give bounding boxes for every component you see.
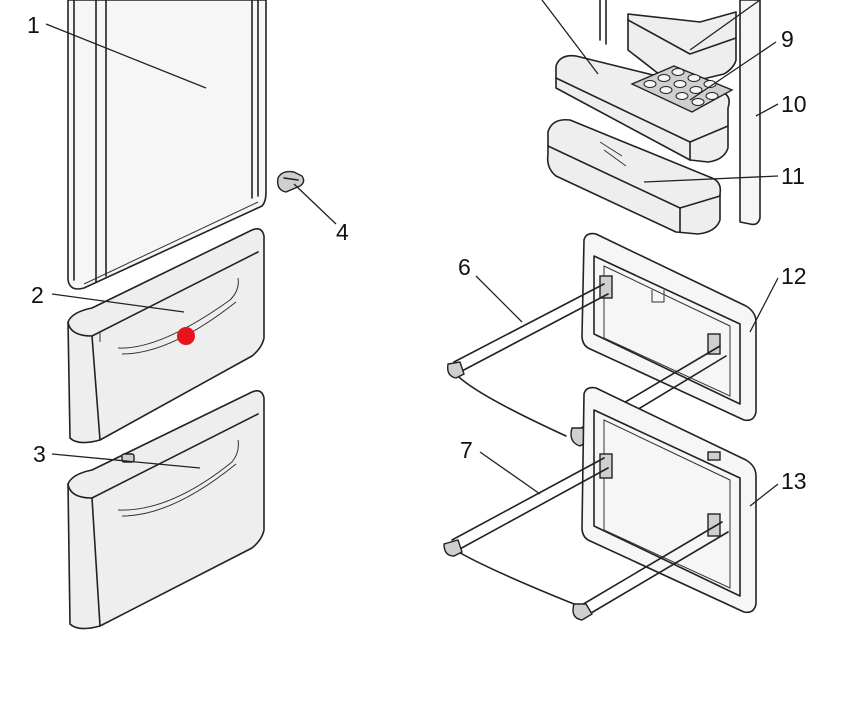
callout-9: 9 [781,26,794,52]
callout-11: 11 [781,163,805,189]
callout-1: 1 [27,12,40,38]
part-lower-drawer-frame[interactable] [581,386,757,614]
callout-2: 2 [31,282,44,308]
part-lower-rails[interactable] [443,457,729,621]
selection-marker-dot[interactable] [177,327,195,345]
callout-3: 3 [33,441,46,467]
part-upper-door[interactable] [67,0,267,290]
part-upper-drawer-frame[interactable] [581,232,757,422]
callout-13: 13 [781,468,807,494]
part-upper-drawer-front[interactable] [67,228,265,444]
callout-7: 7 [460,437,473,463]
callout-4: 4 [336,219,349,245]
callout-10: 10 [781,91,807,117]
callout-6: 6 [458,254,471,280]
part-lower-drawer-front[interactable] [67,390,265,630]
callout-12: 12 [781,263,807,289]
part-door-shelves[interactable] [546,0,761,235]
callout-labels: 1 2 3 4 6 7 9 10 11 12 13 [27,12,807,494]
leader-lines [45,0,779,507]
